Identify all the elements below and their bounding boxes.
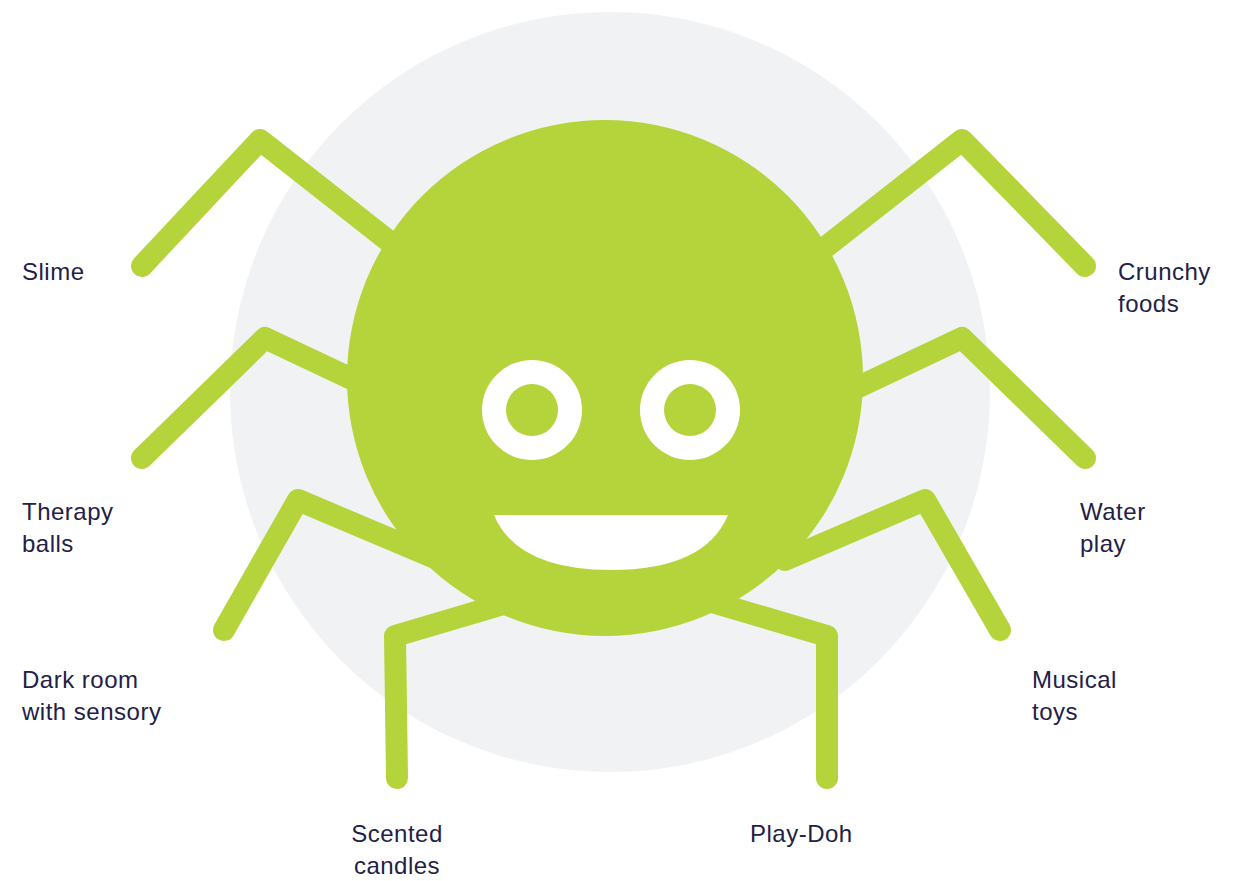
spider-leg (712, 602, 827, 778)
leg-label: Musical toys (1032, 664, 1152, 728)
spider-leg (395, 602, 510, 778)
spider-body (347, 120, 863, 636)
leg-label: Play-Doh (750, 818, 910, 850)
spider-eye (482, 360, 582, 460)
leg-label: Water play (1080, 496, 1164, 560)
spider-mouth (494, 515, 728, 570)
leg-label: Slime (22, 256, 142, 288)
spider-eye (640, 360, 740, 460)
spider-leg (142, 140, 400, 266)
spider-leg (822, 140, 1085, 266)
leg-label: Therapy balls (22, 496, 134, 560)
spider-pupil (506, 384, 558, 436)
leg-label: Dark room with sensory (22, 664, 182, 728)
spider-leg (142, 338, 375, 458)
leg-label: Crunchy foods (1118, 256, 1230, 320)
leg-label: Scented candles (327, 818, 467, 881)
spider-pupil (664, 384, 716, 436)
spider-leg (852, 338, 1085, 458)
background-circle (230, 12, 990, 772)
